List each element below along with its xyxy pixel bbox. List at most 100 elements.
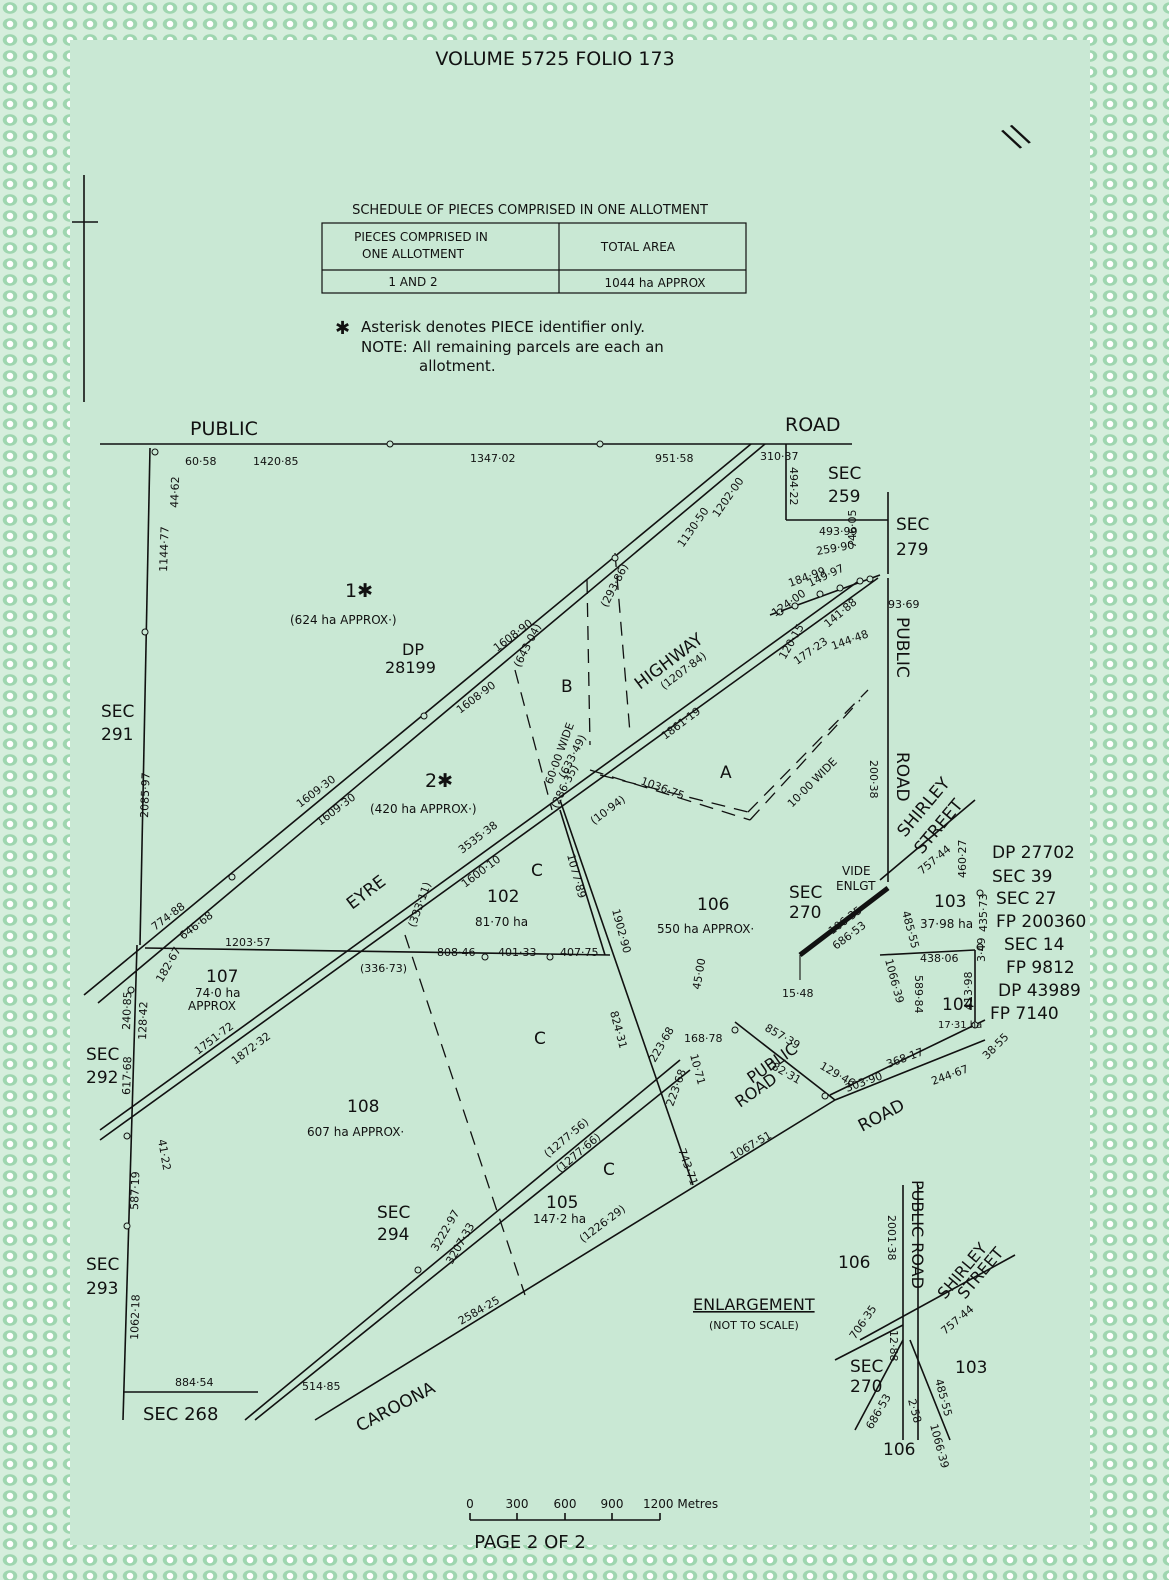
enlargement-dim-706: 706·35 [847, 1303, 880, 1342]
note-line-2: NOTE: All remaining parcels are each an [361, 338, 664, 356]
asterisk-icon: ✱ [335, 318, 350, 339]
dimension-label: 746·05 [846, 510, 859, 549]
sec-291-number: 291 [101, 725, 133, 745]
sec-293-number: 293 [86, 1279, 118, 1299]
schedule-table: SCHEDULE OF PIECES COMPRISED IN ONE ALLO… [321, 203, 747, 294]
schedule-title: SCHEDULE OF PIECES COMPRISED IN ONE ALLO… [352, 203, 708, 218]
sec-270-label: SEC [789, 883, 822, 903]
parcel-107-label: 107 [206, 967, 238, 987]
sec-27-label: SEC 27 [996, 889, 1056, 909]
margin-mark [72, 175, 98, 402]
enlargement-dim-2001: 2001·38 [885, 1215, 898, 1261]
dimension-label: 15·48 [782, 987, 814, 1000]
sec-279-label: SEC [896, 515, 929, 535]
page-number: PAGE 2 OF 2 [474, 1532, 586, 1553]
scale-tick-900: 900 [601, 1497, 624, 1511]
dimension-label: 45·00 [690, 957, 708, 990]
note-line-3: allotment. [419, 357, 496, 375]
dimension-label: 1902·90 [609, 907, 633, 954]
dimension-label: 951·58 [655, 452, 694, 465]
dimension-label: 824·31 [607, 1009, 630, 1050]
dp-43989-label: DP 43989 [998, 981, 1081, 1001]
sec-294-number: 294 [377, 1225, 409, 1245]
parcel-105-area: 147·2 ha [533, 1212, 586, 1226]
parcel-c-label-3: C [603, 1160, 615, 1180]
enlargement-subtitle: (NOT TO SCALE) [709, 1319, 799, 1332]
vide-enlgt-label: VIDE [842, 864, 871, 878]
dimension-label: 244·67 [930, 1062, 971, 1087]
dimension-label: 1600·10 [459, 853, 503, 891]
enlargement-inset: ENLARGEMENT (NOT TO SCALE) PUBLIC ROAD S… [693, 1180, 1016, 1470]
scale-tick-0: 0 [466, 1497, 474, 1511]
fp-200360-label: FP 200360 [996, 912, 1086, 932]
parcel-103-area: 37·98 ha [920, 917, 973, 931]
dimension-label: 1066·39 [882, 957, 906, 1004]
enlargement-parcel-106-bottom: 106 [883, 1440, 915, 1460]
scale-tick-600: 600 [554, 1497, 577, 1511]
enlargement-title: ENLARGEMENT [693, 1295, 815, 1314]
enlargement-sec-label: SEC [850, 1357, 883, 1377]
scale-tick-300: 300 [506, 1497, 529, 1511]
dimension-label: 1751·72 [192, 1020, 236, 1058]
survey-nodes [123, 440, 984, 1274]
dp-28199-number: 28199 [385, 658, 436, 677]
enlargement-parcel-103: 103 [955, 1358, 987, 1378]
dimension-label: 884·54 [175, 1376, 214, 1389]
dimension-label: 1130·50 [675, 505, 712, 550]
dashed-boundaries [404, 552, 869, 1296]
note-line-1: Asterisk denotes PIECE identifier only. [361, 318, 645, 336]
dp-28199-label: DP [402, 640, 424, 659]
dimension-label: 413·98 [962, 972, 975, 1011]
dimension-label: 240·85 [120, 991, 134, 1030]
dimension-label: 438·06 [920, 952, 959, 965]
schedule-pieces-value: 1 AND 2 [388, 275, 437, 289]
parcel-104-label: 104 [942, 995, 974, 1015]
dimension-label: 168·78 [684, 1032, 723, 1045]
dimension-label: 128·42 [136, 1001, 150, 1040]
dimension-label: 3535·38 [456, 819, 500, 857]
dimension-label: 460·27 [956, 840, 969, 879]
volume-folio-title: VOLUME 5725 FOLIO 173 [435, 48, 674, 70]
road-name-road-right: ROAD [892, 752, 912, 802]
schedule-col1-header-2: ONE ALLOTMENT [362, 247, 465, 261]
dimension-label: (336·73) [360, 962, 407, 975]
sec-279-number: 279 [896, 540, 928, 560]
enlargement-dim-12: 12·88 [887, 1330, 900, 1362]
dimension-label: 401·33 [498, 946, 537, 959]
parcel-b-label: B [561, 677, 573, 697]
parcel-2-label: 2✱ [425, 770, 453, 792]
enlargement-sec-number: 270 [850, 1377, 882, 1397]
parcel-102-area: 81·70 ha [475, 915, 528, 929]
sec-268-label: SEC 268 [143, 1404, 218, 1425]
dimension-label: 310·37 [760, 450, 799, 463]
dp-27702-label: DP 27702 [992, 843, 1075, 863]
dimension-label: 141·88 [822, 596, 860, 631]
dimension-label: 435·73 [977, 894, 990, 933]
parcel-2-area: (420 ha APPROX·) [370, 802, 477, 816]
sec-270-number: 270 [789, 903, 821, 923]
dimension-label: 182·67 [153, 945, 184, 985]
boundary-lines [83, 443, 986, 1421]
schedule-area-value: 1044 ha APPROX [604, 276, 705, 290]
road-name-caroona: CAROONA [353, 1378, 439, 1436]
parcel-102-label: 102 [487, 887, 519, 907]
parcel-106-area: 550 ha APPROX· [657, 922, 754, 936]
parcel-107-area: 74·0 ha [195, 986, 241, 1000]
parcel-a-label: A [720, 763, 732, 783]
sec-292-label: SEC [86, 1045, 119, 1065]
dimension-label: 808·46 [437, 946, 476, 959]
enlargement-dim-757: 757·44 [939, 1303, 977, 1338]
dimension-label: 1067·51 [728, 1129, 774, 1163]
dimension-label: 1062·18 [128, 1294, 143, 1340]
road-name-eyre: EYRE [343, 872, 390, 914]
dimension-label: 1144·77 [157, 526, 172, 572]
dimension-label: 2085·97 [138, 772, 153, 818]
parcel-107-area-2: APPROX [188, 999, 236, 1013]
parcel-c-label-1: C [531, 861, 543, 881]
sec-294-label: SEC [377, 1203, 410, 1223]
sec-293-label: SEC [86, 1255, 119, 1275]
dimension-label: (293·86) [598, 562, 631, 610]
dimension-label: 38·55 [980, 1031, 1011, 1062]
parcel-105-label: 105 [546, 1193, 578, 1213]
